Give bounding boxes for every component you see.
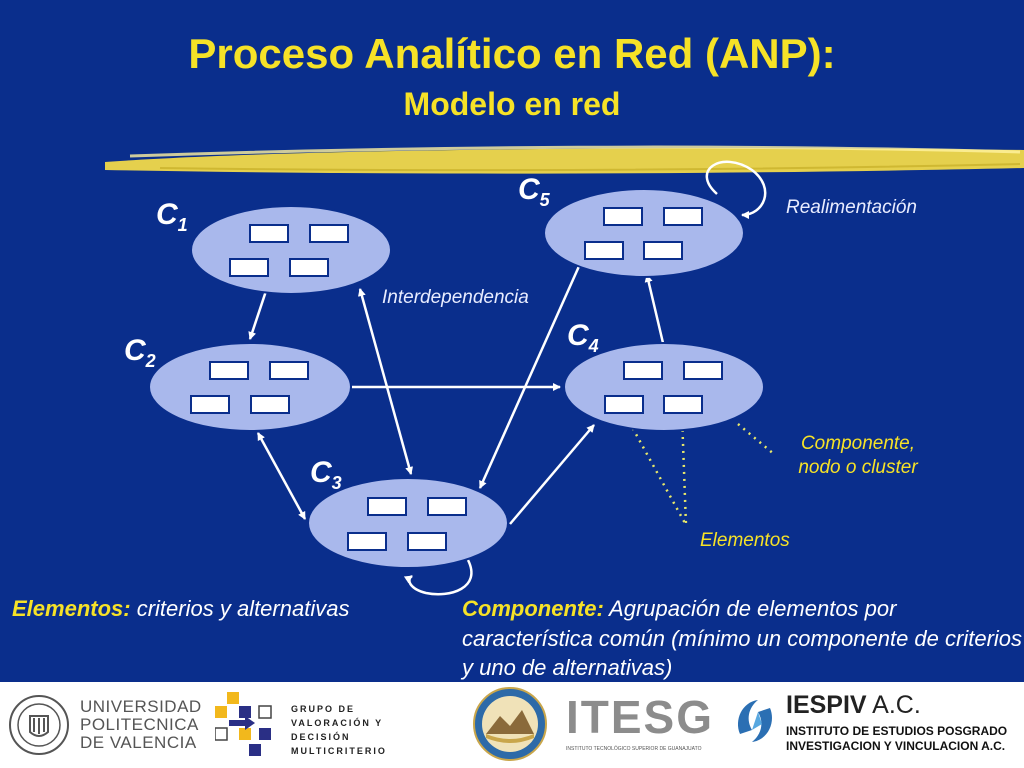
- arrow-c1-c3-interdependence: [358, 288, 413, 475]
- definition-component-desc: Agrupación de elementos por característi…: [462, 596, 1023, 681]
- label-c4: C4: [567, 319, 599, 356]
- dotted-connectors: [624, 415, 776, 526]
- feedback-loop-c3: [403, 559, 473, 596]
- iespiv-title: IESPIV A.C.: [786, 691, 921, 719]
- itesg-seal-icon: [473, 687, 547, 761]
- element-box: [407, 532, 447, 551]
- arrow-c3-to-c4: [509, 424, 595, 525]
- annotation-interdependence: Interdependencia: [382, 287, 529, 308]
- node-c2: [148, 342, 352, 432]
- definition-component: Componente: Agrupación de elementos por …: [462, 594, 1022, 682]
- element-box: [367, 497, 407, 516]
- element-box: [663, 395, 703, 414]
- network-diagram: [105, 145, 1024, 596]
- node-c3: [307, 477, 509, 569]
- iespiv-name-line2: INSTITUTO DE ESTUDIOS POSGRADO: [786, 724, 1008, 738]
- iespiv-name-line3: INVESTIGACION Y VINCULACION A.C.: [786, 739, 1006, 753]
- element-box: [643, 241, 683, 260]
- itesg-wordmark: ITESG: [566, 691, 715, 743]
- iespiv-logo: IESPIV A.C. INSTITUTO DE ESTUDIOS POSGRA…: [730, 688, 1022, 762]
- element-box: [603, 207, 643, 226]
- definition-elements: Elementos: criterios y alternativas: [12, 594, 442, 624]
- label-c2: C2: [124, 334, 156, 371]
- element-box: [623, 361, 663, 380]
- slide: Proceso Analítico en Red (ANP): Modelo e…: [0, 0, 1024, 682]
- element-box: [209, 361, 249, 380]
- element-box: [269, 361, 309, 380]
- annotation-component: Componente, nodo o cluster: [798, 433, 918, 478]
- arrow-c4-to-c5: [644, 274, 665, 344]
- element-box: [683, 361, 723, 380]
- element-box: [229, 258, 269, 277]
- element-box: [604, 395, 644, 414]
- element-box: [347, 532, 387, 551]
- node-c1: [190, 205, 392, 295]
- element-box: [249, 224, 289, 243]
- annotation-elements: Elementos: [700, 530, 790, 551]
- slide-subtitle: Modelo en red: [403, 86, 621, 122]
- label-c3: C3: [310, 456, 342, 493]
- upv-name-line3: DE VALENCIA: [80, 733, 197, 752]
- annotation-feedback: Realimentación: [786, 197, 917, 218]
- arrow-c5-to-c3: [478, 263, 582, 489]
- definition-elements-desc: criterios y alternativas: [130, 596, 350, 621]
- arrow-c2-c3-bidirectional: [256, 432, 307, 520]
- label-c5: C5: [518, 173, 550, 210]
- definition-elements-term: Elementos:: [12, 596, 131, 621]
- itesg-caption: INSTITUTO TECNOLÓGICO SUPERIOR DE GUANAJ…: [566, 746, 702, 752]
- upv-logo: UNIVERSIDAD POLITECNICA DE VALENCIA: [8, 690, 201, 760]
- element-box: [190, 395, 230, 414]
- label-c1: C1: [156, 198, 188, 235]
- element-box: [584, 241, 624, 260]
- grupo-valoracion-logo: GRUPO DE VALORACIÓN Y DECISIÓN MULTICRIT…: [215, 690, 450, 760]
- grupo-squares-icon: [215, 692, 272, 756]
- brush-divider: [105, 145, 1024, 174]
- element-box: [663, 207, 703, 226]
- element-box: [427, 497, 467, 516]
- element-box: [289, 258, 329, 277]
- feedback-loop-c5: [705, 160, 767, 219]
- upv-name-line1: UNIVERSIDAD: [80, 697, 202, 716]
- upv-seal-icon: [9, 695, 69, 755]
- grupo-name-line3: DECISIÓN MULTICRITERIO: [291, 732, 387, 756]
- node-c5: [543, 188, 745, 278]
- element-box: [309, 224, 349, 243]
- node-c4: [563, 342, 765, 432]
- itesg-logo: ITESG INSTITUTO TECNOLÓGICO SUPERIOR DE …: [462, 686, 724, 764]
- grupo-name-line1: GRUPO DE: [291, 704, 356, 714]
- arrows: [248, 160, 767, 596]
- definition-component-term: Componente:: [462, 596, 604, 621]
- slide-title: Proceso Analítico en Red (ANP):: [188, 30, 836, 77]
- iespiv-emblem-icon: [738, 700, 772, 742]
- upv-name-line2: POLITECNICA: [80, 715, 199, 734]
- grupo-name-line2: VALORACIÓN Y: [291, 718, 384, 728]
- logos-footer: UNIVERSIDAD POLITECNICA DE VALENCIA GRUP…: [0, 682, 1024, 768]
- element-box: [250, 395, 290, 414]
